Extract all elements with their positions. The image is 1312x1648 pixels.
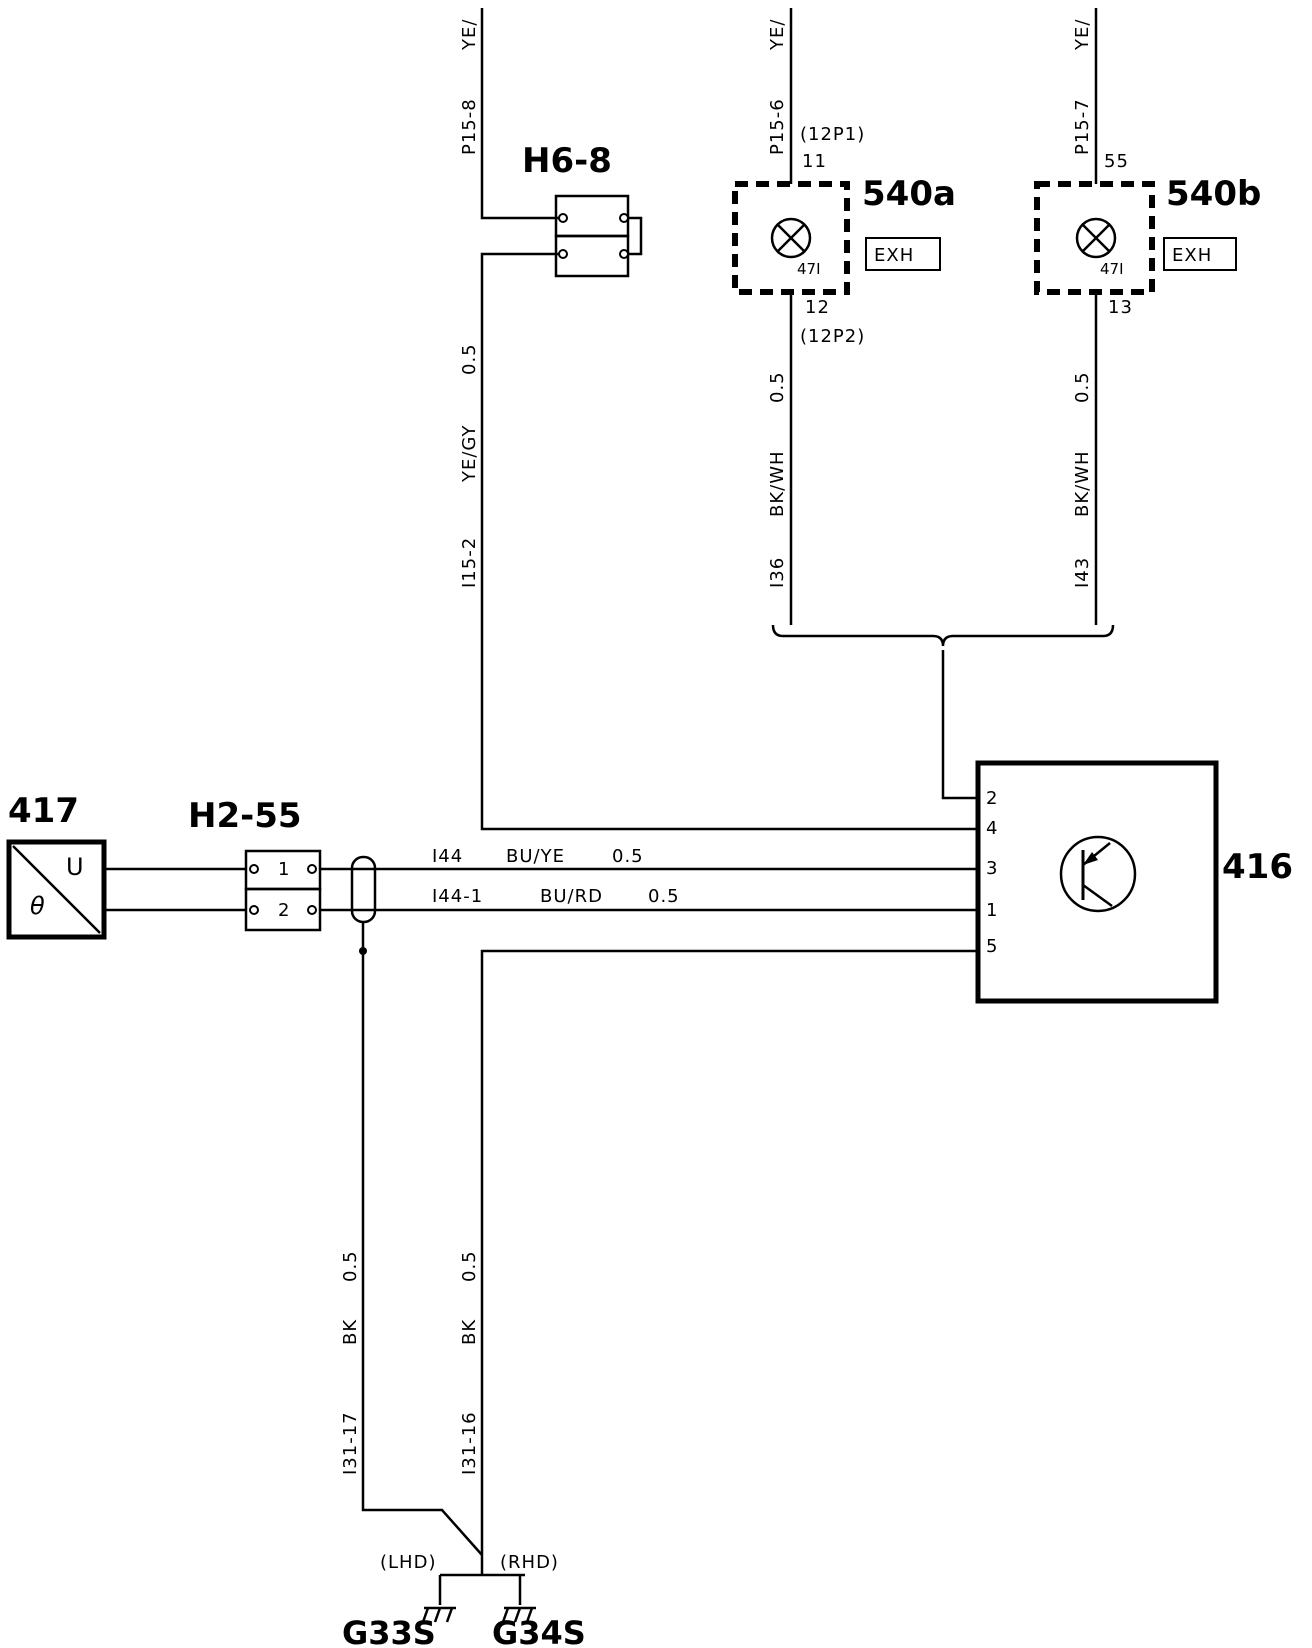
ecu-pin-1: 1 (986, 900, 998, 921)
ground-g33s-label: G33S (342, 1614, 436, 1648)
wire-i15-2-size: 0.5 (459, 343, 480, 375)
wire-i36-circuit: I36 (767, 557, 788, 588)
lamp-540a-box[interactable] (732, 181, 850, 295)
wire-i31-16-color: BK (459, 1319, 480, 1345)
wire-i36-color: BK/WH (767, 450, 788, 517)
ecu-416-label: 416 (1222, 847, 1293, 887)
lamp-540b-top-pin: 55 (1104, 151, 1129, 172)
lamp-540b-tag: EXH (1172, 245, 1212, 266)
lamp-540a-label: 540a (862, 174, 956, 214)
lamp-540a-bot-pin: 12 (805, 297, 830, 318)
lamp-540a-tag-box (865, 237, 941, 271)
lamp-540b-bot-pin: 13 (1108, 297, 1133, 318)
pin-socket-icon (307, 905, 317, 915)
ground-icon (421, 1606, 456, 1623)
lamp-540a-code: 47I (797, 260, 821, 278)
ground-g34s[interactable]: (RHD) G34S (492, 1552, 586, 1648)
lamp-540b[interactable]: 47I 540b EXH 55 13 (1034, 151, 1261, 318)
pin-socket-icon (249, 864, 259, 874)
pin-socket-icon (307, 864, 317, 874)
wire-p15-8[interactable] (480, 8, 560, 220)
wire-i43-circuit: I43 (1072, 557, 1093, 588)
connector-h2-55-pin-1: 1 (278, 859, 290, 880)
sensor-417[interactable]: 417 U θ (6, 791, 107, 940)
sensor-417-label: 417 (8, 791, 79, 831)
connector-h2-55-label: H2-55 (188, 796, 302, 836)
wire-i44-color: BU/YE (506, 846, 565, 867)
sensor-diagonal (12, 845, 101, 934)
wire-i31-16-size: 0.5 (459, 1250, 480, 1282)
wire-i44-circuit: I44 (432, 846, 463, 867)
lamp-540a[interactable]: 47I 540a EXH (12P1) 11 12 (12P2) (732, 124, 956, 347)
wire-i43-size: 0.5 (1072, 371, 1093, 403)
wire-i15-2[interactable] (480, 252, 978, 831)
wire-i31-17-size: 0.5 (340, 1250, 361, 1282)
wire-p15-7-color: YE/ (1072, 19, 1093, 51)
lamp-540a-top-conn: (12P1) (800, 124, 865, 145)
ecu-pin-3: 3 (986, 858, 998, 879)
wire-bundle-brace (771, 624, 1115, 647)
sensor-terminal-u: U (66, 853, 84, 881)
wire-p15-8-color: YE/ (459, 19, 480, 51)
connector-h6-8-label: H6-8 (522, 141, 612, 181)
wire-i43-color: BK/WH (1072, 450, 1093, 517)
connector-h6-8[interactable]: H6-8 (522, 141, 643, 278)
ecu-pin-4: 4 (986, 818, 998, 839)
ecu-416-box[interactable] (975, 760, 1219, 1004)
wire-i31-17[interactable] (361, 951, 483, 1556)
lamp-540b-tag-box (1163, 237, 1237, 271)
ground-icon (501, 1606, 536, 1623)
lamp-bulb-cross (1082, 224, 1110, 252)
wire-i15-2-color: YE/GY (459, 425, 480, 483)
wire-p15-6-color: YE/ (767, 19, 788, 51)
wire-i44-1-circuit: I44-1 (432, 886, 483, 907)
ground-g34s-variant: (RHD) (500, 1552, 559, 1573)
wire-i36-size: 0.5 (767, 371, 788, 403)
ecu-416[interactable]: 416 2 4 3 1 5 (975, 760, 1293, 1004)
sensor-terminal-theta: θ (30, 892, 45, 920)
wire-i31-16-circuit: I31-16 (459, 1411, 480, 1475)
connector-h2-55-cell-2[interactable] (244, 887, 322, 932)
ground-g33s-variant: (LHD) (380, 1552, 436, 1573)
connector-h2-55[interactable]: H2-55 1 2 (188, 796, 322, 932)
lamp-540b-code: 47I (1100, 260, 1124, 278)
wire-bundle-to-ecu[interactable] (941, 650, 978, 800)
ecu-pin-2: 2 (986, 788, 998, 809)
lamp-540a-tag: EXH (874, 245, 914, 266)
pin-socket-icon (249, 905, 259, 915)
connector-h2-55-pin-2: 2 (278, 900, 290, 921)
wire-p15-8-circuit: P15-8 (459, 98, 480, 155)
shield-loop (350, 855, 377, 924)
pin-socket-icon (619, 249, 629, 259)
wire-labels: P15-8 YE/ I15-2 YE/GY 0.5 P15-6 YE/ I36 … (340, 19, 1093, 1475)
wire-i15-2-circuit: I15-2 (459, 537, 480, 588)
ground-g34s-label: G34S (492, 1614, 586, 1648)
wire-i31-17-circuit: I31-17 (340, 1411, 361, 1475)
wire-i44-1-size: 0.5 (648, 886, 680, 907)
connector-h6-8-bridge (628, 216, 643, 256)
wire-i31-17-color: BK (340, 1319, 361, 1345)
pin-socket-icon (558, 249, 568, 259)
pin-socket-icon (619, 213, 629, 223)
lamp-540a-bot-conn: (12P2) (800, 326, 865, 347)
wire-i31-16[interactable] (480, 949, 978, 1575)
wire-i44-size: 0.5 (612, 846, 644, 867)
transistor-icon (1059, 835, 1137, 913)
wires (104, 8, 1115, 1605)
lamp-540b-box[interactable] (1034, 181, 1155, 295)
ground-g33s[interactable]: (LHD) G33S (342, 1552, 456, 1648)
wire-p15-7-circuit: P15-7 (1072, 98, 1093, 155)
ecu-pin-5: 5 (986, 936, 998, 957)
lamp-540a-top-pin: 11 (802, 151, 827, 172)
wire-p15-6-circuit: P15-6 (767, 98, 788, 155)
wire-i44-1-color: BU/RD (540, 886, 603, 907)
lamp-bulb-cross (777, 224, 805, 252)
sensor-417-box[interactable] (6, 839, 107, 940)
pin-socket-icon (558, 213, 568, 223)
lamp-540b-label: 540b (1166, 174, 1261, 214)
